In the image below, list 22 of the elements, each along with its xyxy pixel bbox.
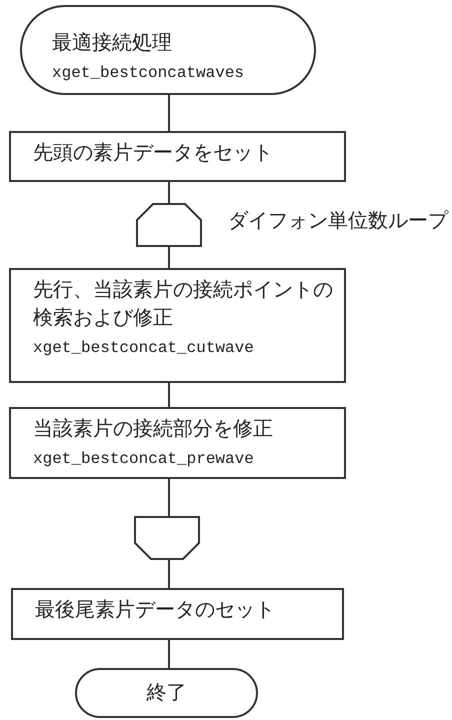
step-label: 先行、当該素片の接続ポイントの検索および修正 (33, 278, 334, 331)
connector-line (168, 95, 170, 131)
connector-line (168, 383, 170, 407)
function-name: xget_bestconcat_prewave (33, 449, 254, 470)
step-label: 最後尾素片データのセット (35, 598, 275, 623)
process-box (11, 588, 344, 640)
step-label: 先頭の素片データをセット (33, 141, 273, 166)
connector-line (168, 247, 170, 268)
step-label: 最適接続処理 (52, 31, 172, 56)
process-box (9, 131, 346, 182)
loop-label: ダイフォン単位数ループ (228, 209, 448, 234)
connector-line (168, 182, 170, 203)
terminal-shape (75, 668, 258, 718)
connector-line (168, 640, 170, 668)
function-name: xget_bestconcat_cutwave (33, 338, 254, 359)
connector-line (168, 560, 170, 588)
process-box (9, 268, 346, 383)
step-label: 当該素片の接続部分を修正 (33, 417, 273, 442)
function-name: xget_bestconcatwaves (52, 63, 244, 84)
step-label: 終了 (146, 681, 186, 706)
connector-line (168, 479, 170, 516)
process-box (9, 407, 346, 479)
